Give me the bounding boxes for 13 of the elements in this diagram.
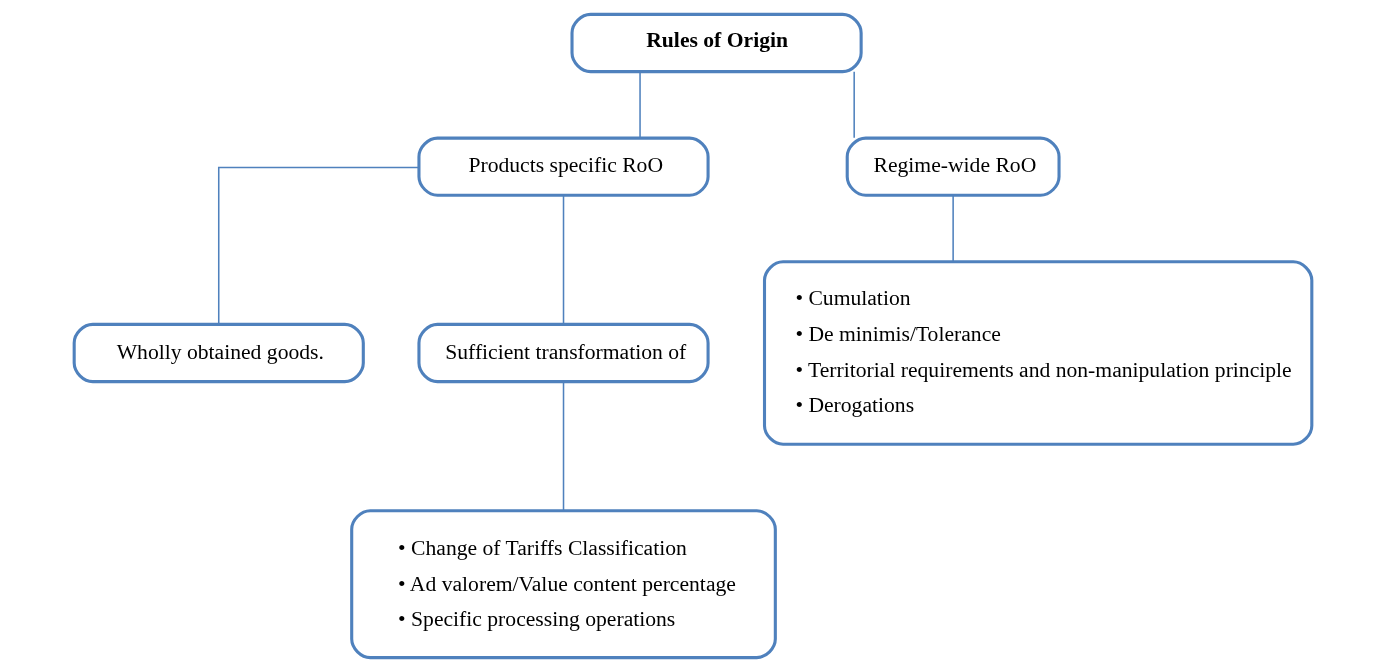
connector: [562, 381, 565, 512]
node-box: Regime-wide RoO: [845, 136, 1061, 197]
connector: [639, 70, 641, 139]
connector: [217, 166, 420, 325]
node-box: • Change of Tariffs Classification • Ad valorem/Value content percentage • Specific processing operations: [350, 509, 777, 660]
node-box: Sufficient transformation of: [417, 322, 710, 384]
connector: [952, 194, 954, 263]
connector: [853, 70, 855, 139]
connector: [562, 194, 565, 325]
node-box: Products specific RoO: [417, 136, 710, 197]
node-box: Wholly obtained goods.: [72, 322, 365, 384]
node-box: Rules of Origin: [570, 12, 863, 74]
node-box: • Cumulation • De minimis/Tolerance • Territorial requirements and non-manipulation principle • Derogations: [762, 260, 1314, 446]
